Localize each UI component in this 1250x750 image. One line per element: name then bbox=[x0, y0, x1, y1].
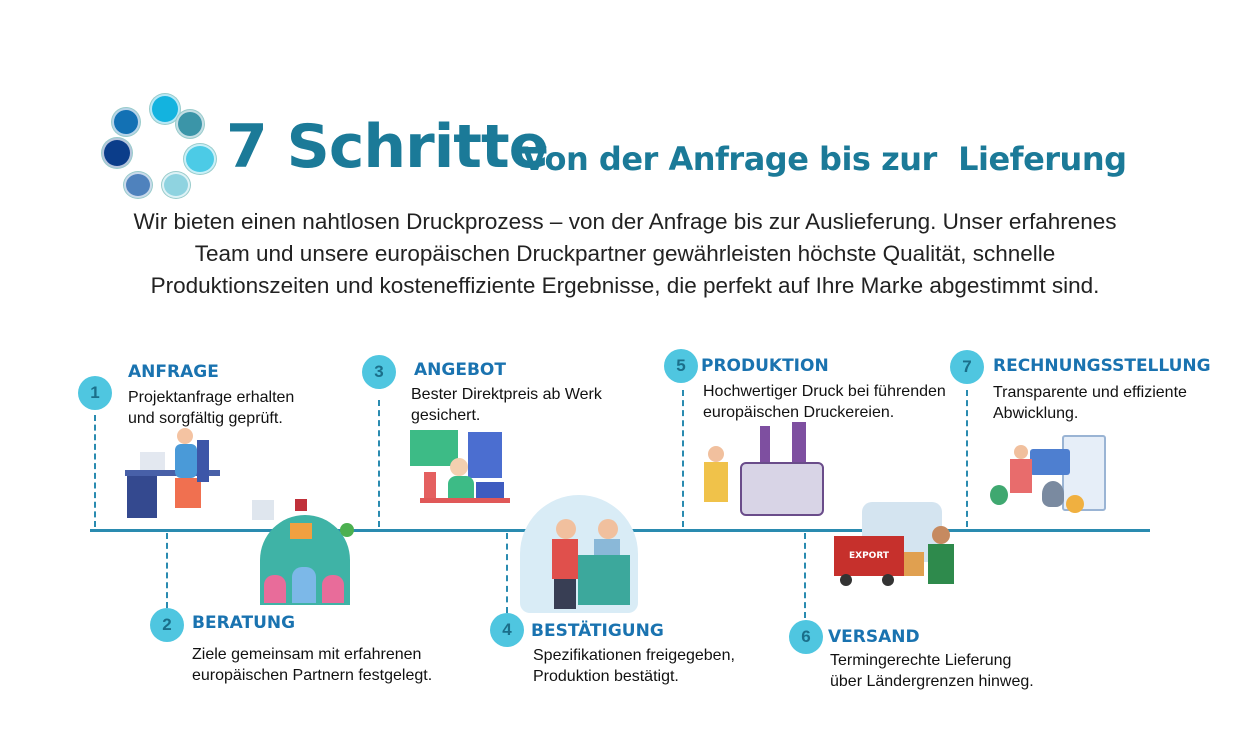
step-4-title: BESTÄTIGUNG bbox=[531, 621, 664, 641]
step-6-title: VERSAND bbox=[828, 627, 920, 647]
invoice-illustration bbox=[990, 435, 1110, 520]
connector-7 bbox=[966, 390, 968, 527]
page-subtitle: Von der Anfrage bis zur Lieferung bbox=[522, 140, 1127, 178]
step-4-number: 4 bbox=[490, 613, 524, 647]
export-label: EXPORT bbox=[834, 536, 904, 576]
connector-3 bbox=[378, 400, 380, 527]
step-1-number: 1 bbox=[78, 376, 112, 410]
connector-4 bbox=[506, 533, 508, 613]
step-1-text: Projektanfrage erhalten und sorgfältig g… bbox=[128, 389, 295, 427]
step-2-title: BERATUNG bbox=[192, 613, 296, 633]
step-1-title: ANFRAGE bbox=[128, 362, 219, 382]
intro-paragraph: Wir bieten einen nahtlosen Druckprozess … bbox=[133, 209, 1117, 298]
step-5-title: PRODUKTION bbox=[701, 356, 829, 376]
connector-2 bbox=[166, 533, 168, 608]
export-truck-illustration: EXPORT bbox=[832, 492, 957, 592]
step-7-title: RECHNUNGSSTELLUNG bbox=[993, 356, 1211, 376]
connector-5 bbox=[682, 390, 684, 527]
step-7-text: Transparente und effiziente Abwicklung. bbox=[993, 384, 1187, 422]
step-3-title: ANGEBOT bbox=[414, 360, 506, 380]
step-3-number: 3 bbox=[362, 355, 396, 389]
step-7-number: 7 bbox=[950, 350, 984, 384]
page-title: 7 Schritte bbox=[226, 112, 549, 182]
step-6-text: Termingerechte Lieferung über Ländergren… bbox=[830, 652, 1034, 690]
step-6-number: 6 bbox=[789, 620, 823, 654]
quote-illustration bbox=[410, 430, 515, 520]
step-5-text: Hochwertiger Druck bei führenden europäi… bbox=[703, 383, 946, 421]
step-3-text: Bester Direktpreis ab Werk gesichert. bbox=[411, 386, 602, 424]
step-5-number: 5 bbox=[664, 349, 698, 383]
step-4-text: Spezifikationen freigegeben, Produktion … bbox=[533, 647, 735, 685]
office-worker-illustration bbox=[125, 428, 225, 520]
support-team-illustration bbox=[250, 495, 360, 605]
connector-1 bbox=[94, 415, 96, 527]
handshake-illustration bbox=[520, 495, 640, 615]
printing-machine-illustration bbox=[700, 420, 830, 525]
step-2-text: Ziele gemeinsam mit erfahrenen europäisc… bbox=[192, 646, 433, 684]
cycle-logo-icon bbox=[100, 94, 220, 199]
step-2-number: 2 bbox=[150, 608, 184, 642]
connector-6 bbox=[804, 533, 806, 618]
